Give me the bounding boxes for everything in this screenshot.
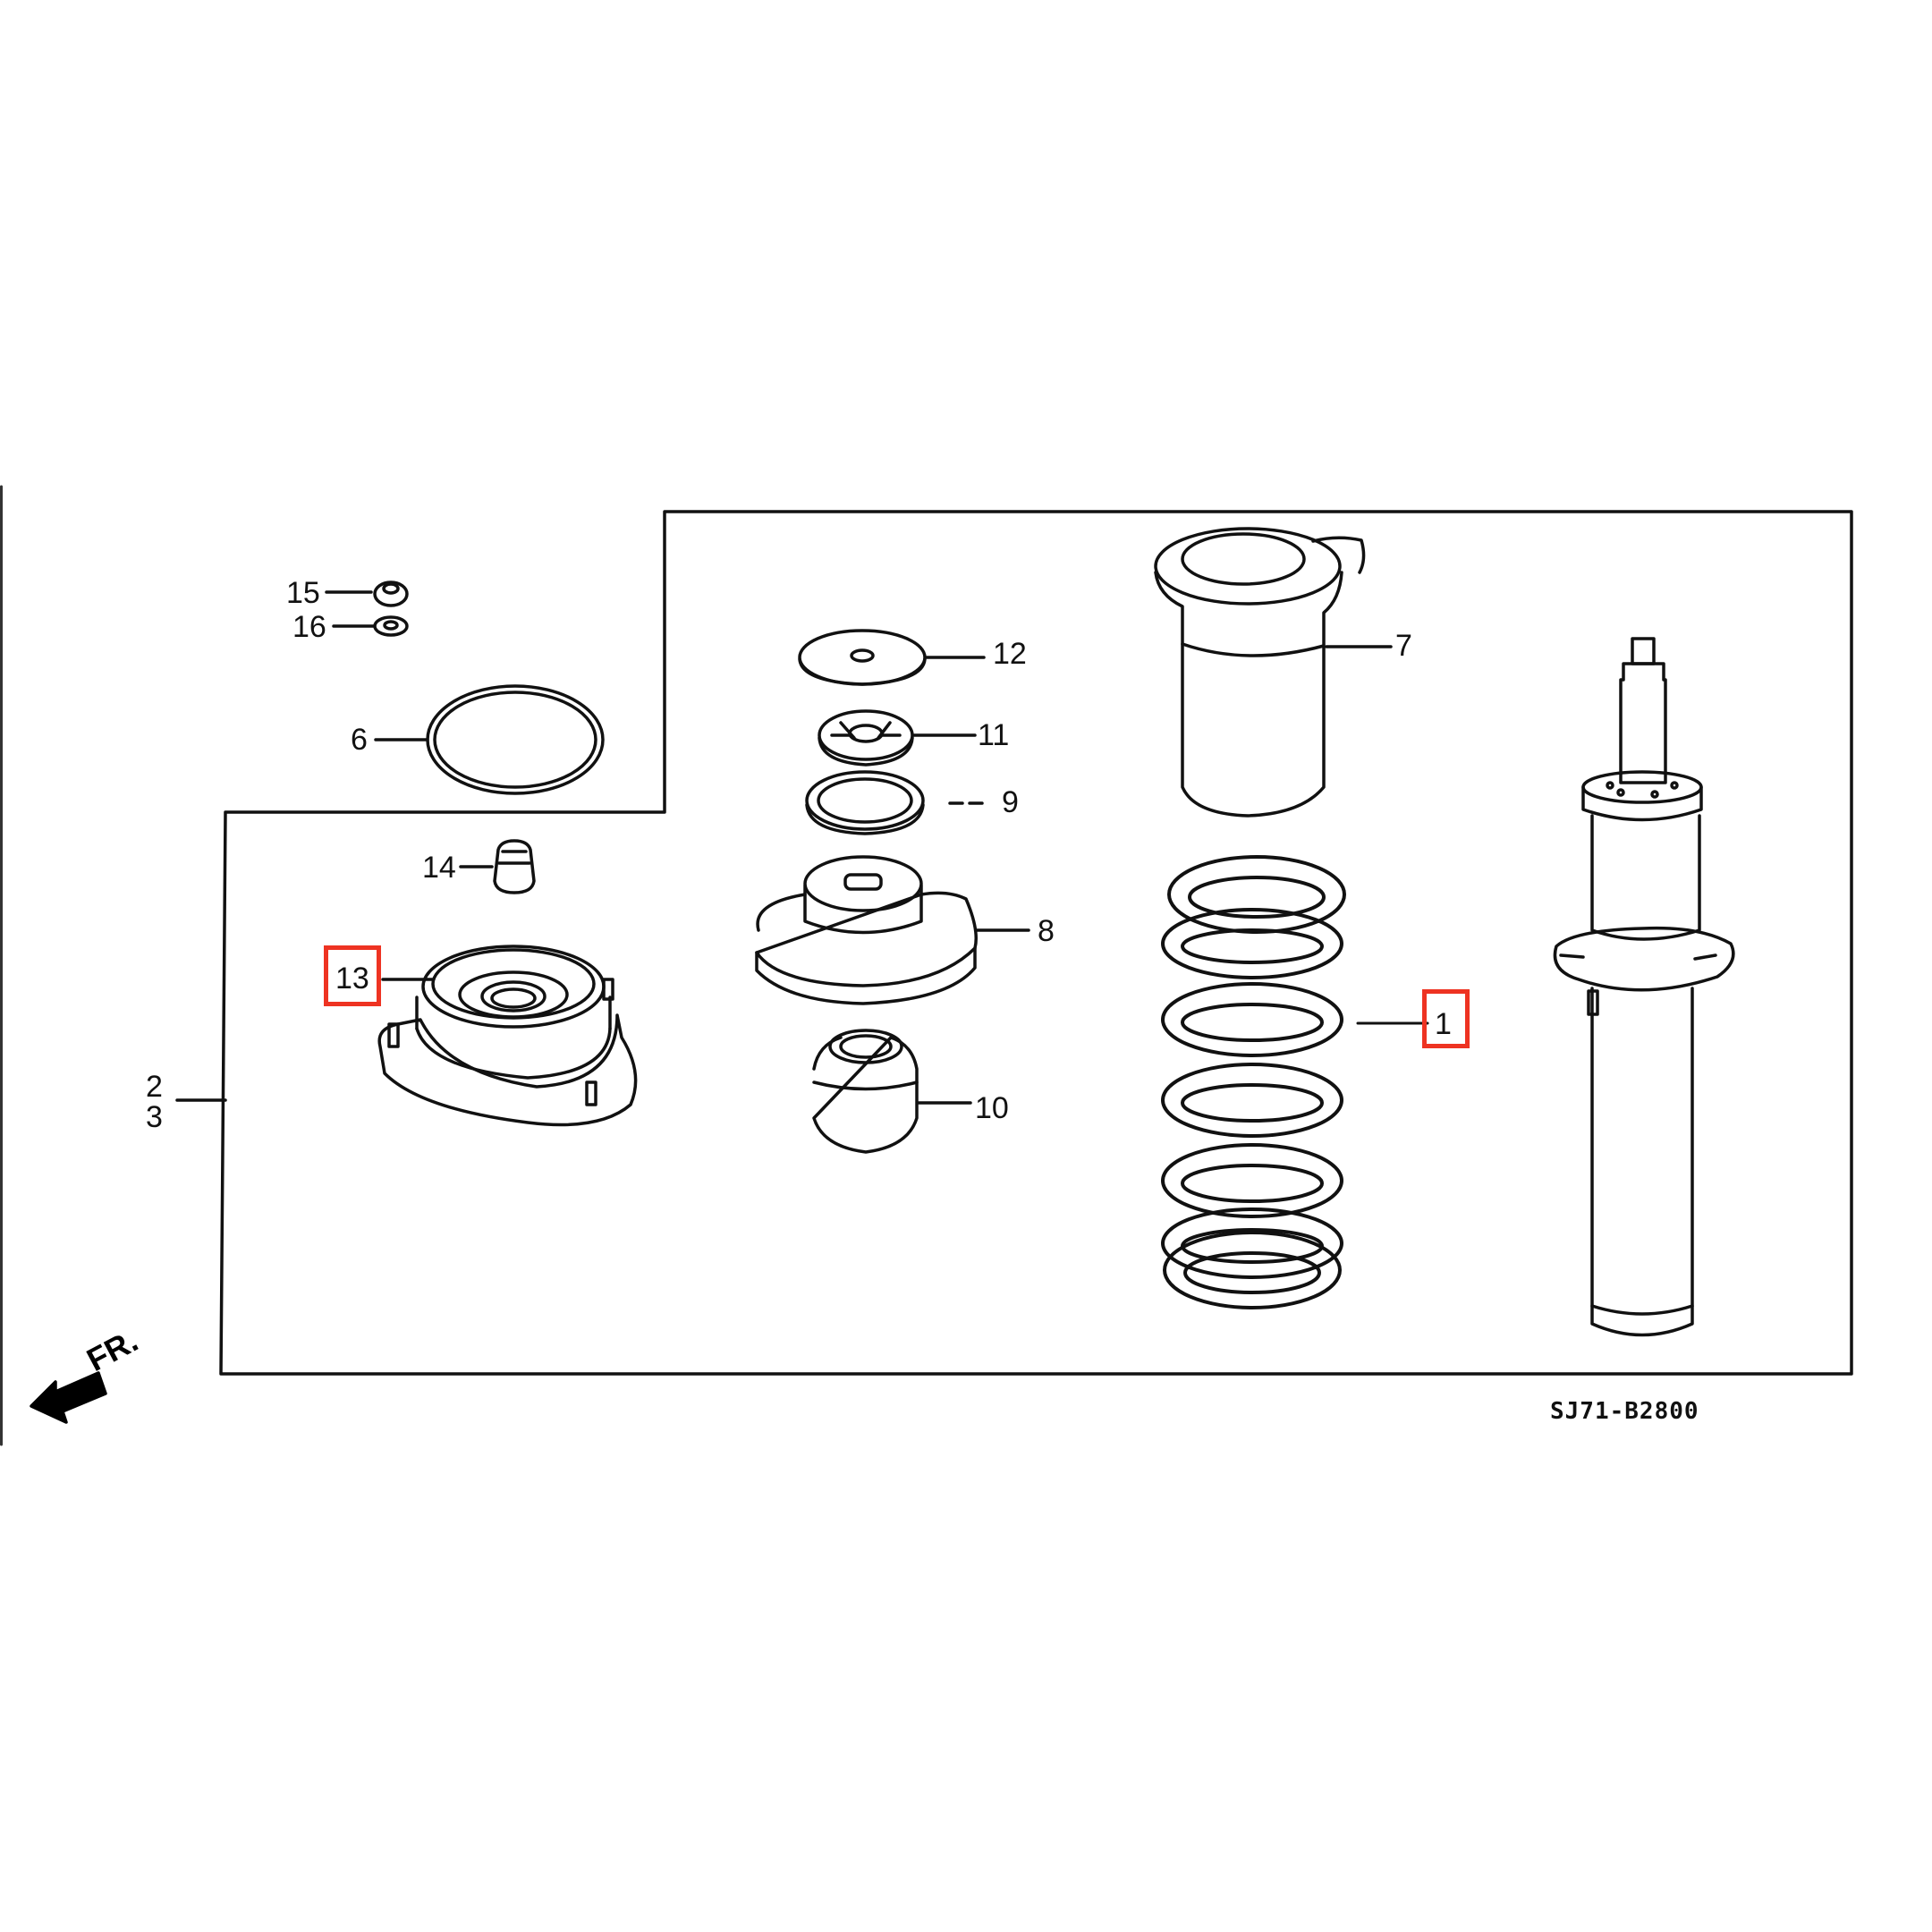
callout-15[interactable]: 15 [286, 576, 320, 610]
front-direction-arrow-icon [30, 1371, 107, 1424]
callout-1[interactable]: 1 [1435, 1007, 1452, 1041]
strut-mount-icon [377, 945, 638, 1127]
callout-6[interactable]: 6 [351, 723, 368, 757]
assembly-boundary [219, 510, 1853, 1376]
callout-14[interactable]: 14 [422, 851, 456, 885]
bump-stop-icon [812, 1029, 972, 1154]
strut-icon [1553, 637, 1735, 1337]
o-ring-icon [374, 684, 605, 795]
callout-13-highlight [324, 945, 381, 1006]
washer-icon [332, 615, 409, 637]
lock-nut-icon [459, 839, 536, 894]
coil-spring-icon [1161, 855, 1429, 1309]
dust-boot-icon [1154, 527, 1393, 818]
diagram-code: SJ71-B2800 [1550, 1398, 1699, 1425]
callout-8[interactable]: 8 [1038, 914, 1055, 948]
callout-10[interactable]: 10 [975, 1091, 1009, 1125]
bearing-ring-icon [805, 770, 986, 835]
callout-11[interactable]: 11 [978, 718, 1010, 752]
callout-13[interactable]: 13 [335, 962, 369, 996]
callout-9[interactable]: 9 [1002, 785, 1019, 819]
rubber-mount-icon [818, 709, 977, 767]
callout-2[interactable]: 2 [146, 1070, 163, 1104]
callout-12[interactable]: 12 [993, 637, 1027, 671]
callout-1-highlight [1422, 989, 1470, 1048]
spring-seat-icon [755, 855, 1030, 1005]
callout-7[interactable]: 7 [1395, 629, 1412, 663]
washer-plate-icon [798, 629, 986, 686]
callout-16[interactable]: 16 [292, 610, 326, 644]
flange-nut-icon [325, 580, 409, 607]
callout-3[interactable]: 3 [146, 1100, 163, 1134]
